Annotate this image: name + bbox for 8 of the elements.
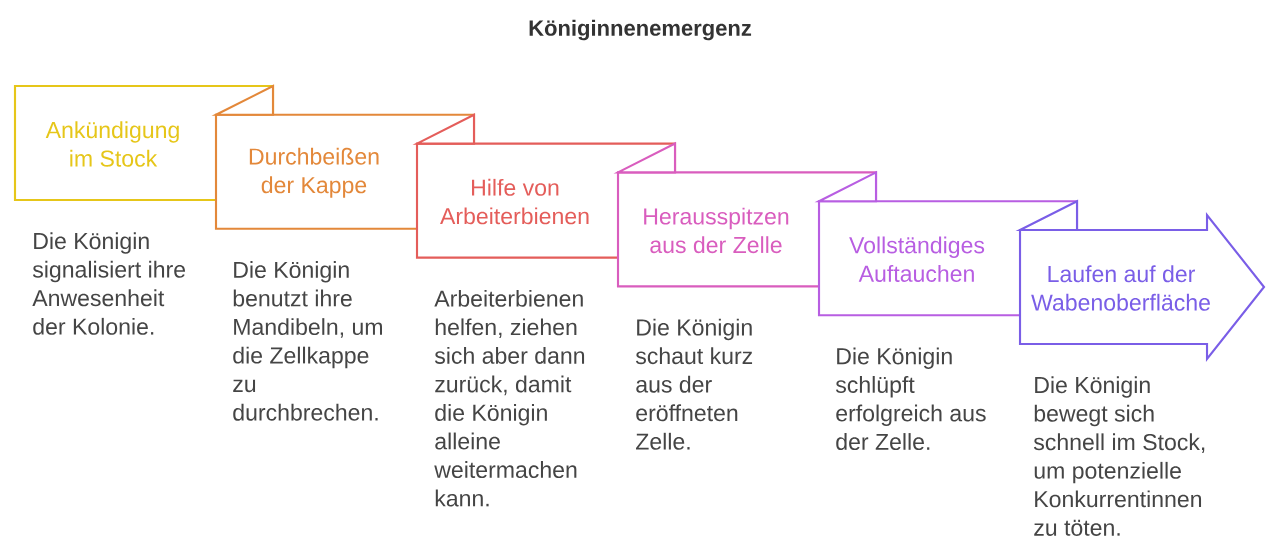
step-description: Die Königin signalisiert ihre Anwesenheit der Kolonie. — [32, 232, 185, 335]
step-description: Die Königin schlüpft erfolgreich aus der Zelle. — [835, 347, 986, 450]
step-description: Arbeiterbienen helfen, ziehen sich aber dann zurück, damit die Königin alleine weitermachen kann. — [434, 289, 585, 507]
step-description: Die Königin schaut kurz aus der eröffneten Zelle. — [635, 318, 753, 450]
step-description: Die Königin benutzt ihre Mandibeln, um die Zellkappe zu durchbrechen. — [233, 261, 382, 421]
title: Königinnenemergenz — [529, 19, 752, 41]
arrow-box: Laufen auf der Wabenoberfläche — [1018, 199, 1266, 363]
step-description: Die Königin bewegt sich schnell im Stock, um potenzielle Konkurrentinnen zu töten. — [1033, 376, 1205, 536]
